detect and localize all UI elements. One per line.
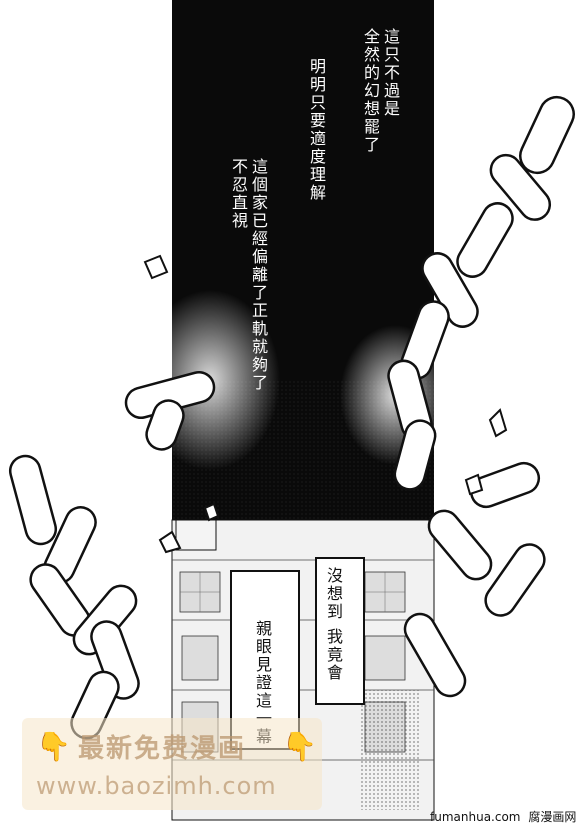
footer-credit: fumanhua.com 腐漫画网	[430, 808, 576, 825]
chain-right	[387, 95, 575, 698]
watermark-url: www.baozimh.com	[36, 772, 277, 800]
watermark-box	[22, 718, 322, 810]
narration-right: 這只不過是 全然的幻想罷了	[361, 28, 400, 154]
speech-bubble-right: 沒想到 我竟會	[315, 557, 365, 705]
speech-text-right: 沒想到 我竟會	[324, 567, 343, 683]
pointing-down-icon: 👇	[282, 730, 317, 763]
footer-site: fumanhua.com	[430, 810, 521, 824]
footer-brand: 腐漫画网	[528, 810, 577, 824]
watermark-line1: 最新免费漫画	[78, 734, 247, 764]
narration-left: 這個家已經偏離了正軌就夠了 不忍直視	[229, 158, 268, 392]
narration-middle: 明明只要適度理解	[307, 58, 326, 202]
chain-left	[8, 370, 216, 740]
pointing-down-icon: 👇	[36, 730, 71, 763]
speech-text-left: 親眼見證這一幕	[253, 620, 272, 746]
chain-fragments	[143, 254, 508, 554]
